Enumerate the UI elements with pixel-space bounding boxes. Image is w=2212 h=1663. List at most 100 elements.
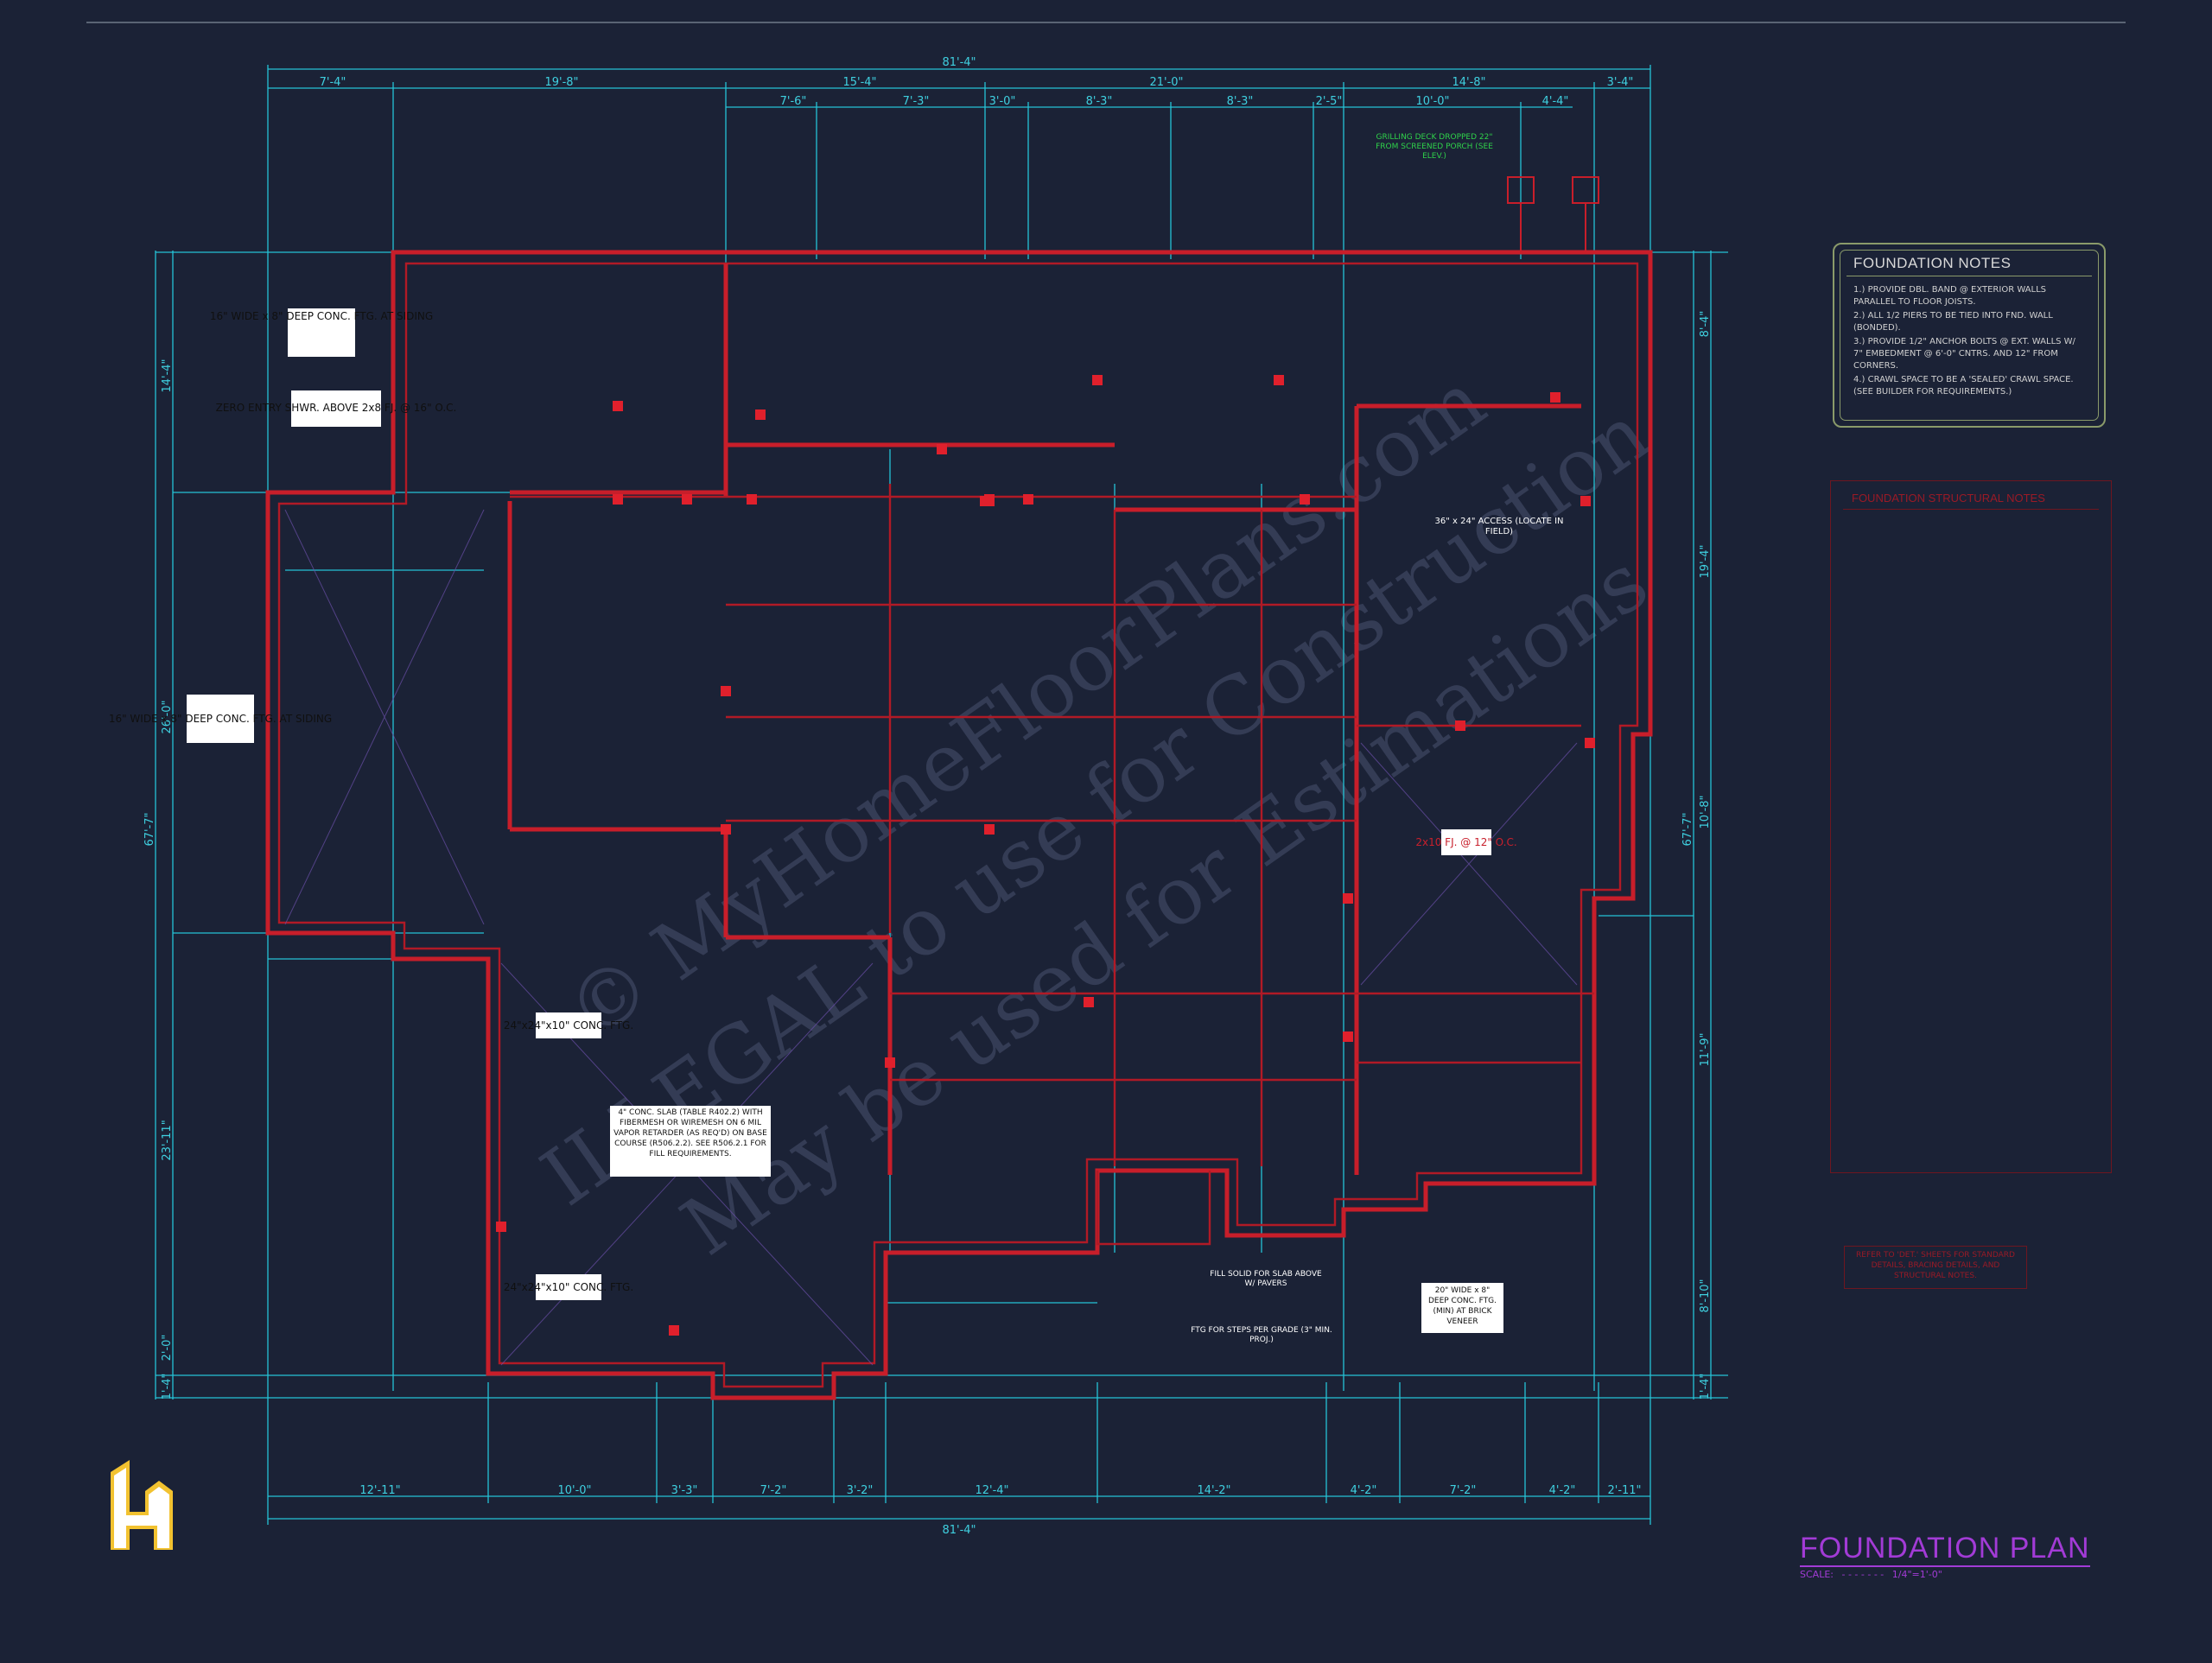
dim-top-2: 8'-3": [1086, 95, 1113, 108]
dim-top-2: 2'-5": [1316, 95, 1343, 108]
dim-bottom: 12'-4": [975, 1484, 1008, 1497]
foundation-note-item: 4.) CRAWL SPACE TO BE A 'SEALED' CRAWL S…: [1853, 375, 2074, 397]
dim-left: 14'-4": [161, 359, 174, 392]
dim-top-1: 3'-4": [1607, 76, 1634, 89]
pier-marker: [721, 686, 731, 696]
dim-top-2: 10'-0": [1415, 95, 1449, 108]
callout-ftg-20-brick: 20" WIDE x 8" DEEP CONC. FTG. (MIN) AT B…: [1421, 1283, 1503, 1333]
callout-slab-note: 4" CONC. SLAB (TABLE R402.2) WITH FIBERM…: [610, 1106, 771, 1177]
structural-notes-title: FOUNDATION STRUCTURAL NOTES: [1852, 492, 2045, 505]
callout-pier-ftg-a: 24"x24"x10" CONC. FTG.: [504, 1012, 633, 1038]
dim-left: 23'-11": [161, 1120, 174, 1160]
pier-marker: [669, 1325, 679, 1336]
dim-left: 26'-0": [161, 700, 174, 733]
dim-right: 19'-4": [1699, 544, 1712, 578]
dim-bottom: 7'-2": [760, 1484, 787, 1497]
callout-zero-entry: ZERO ENTRY SHWR. ABOVE 2x8 FJ. @ 16" O.C…: [216, 390, 457, 427]
callout-ftg-16-siding-a: 16" WIDE x 8" DEEP CONC. FTG. AT SIDING: [210, 308, 433, 357]
pier-marker: [721, 824, 731, 835]
callout-2x10-joist: 2x10 FJ. @ 12" O.C.: [1415, 829, 1517, 855]
dim-top-2: 4'-4": [1542, 95, 1569, 108]
pier-marker: [1343, 1031, 1353, 1042]
pier-marker: [682, 494, 692, 505]
dim-bottom: 14'-2": [1197, 1484, 1230, 1497]
svg-text:ZERO ENTRY SHWR. ABOVE 2x8 FJ.: ZERO ENTRY SHWR. ABOVE 2x8 FJ. @ 16" O.C…: [216, 402, 457, 414]
dim-bottom: 10'-0": [557, 1484, 591, 1497]
ftg-20-brick-text: 20" WIDE x 8" DEEP CONC. FTG. (MIN) AT B…: [1427, 1286, 1497, 1326]
foundation-walls: [265, 250, 1653, 1400]
pier-marker: [1550, 392, 1560, 403]
sheet-title: FOUNDATION PLAN: [1800, 1532, 2090, 1567]
svg-text:24"x24"x10" CONC. FTG.: 24"x24"x10" CONC. FTG.: [504, 1019, 633, 1031]
dim-top-2: 7'-3": [903, 95, 930, 108]
dim-right: 10'-8": [1699, 795, 1712, 828]
pier-marker: [613, 494, 623, 505]
foundation-note-item: 2.) ALL 1/2 PIERS TO BE TIED INTO FND. W…: [1853, 311, 2053, 333]
dim-bottom: 2'-11": [1607, 1484, 1641, 1497]
foundation-note-item: 3.) PROVIDE 1/2" ANCHOR BOLTS @ EXT. WAL…: [1853, 337, 2075, 371]
structural-notes-box: FOUNDATION STRUCTURAL NOTES: [1830, 480, 2112, 1173]
access-note: 36" x 24" ACCESS (LOCATE IN FIELD): [1434, 517, 1564, 536]
pier-marker: [885, 1057, 895, 1068]
callout-ftg-16-siding-b: 16" WIDE x 8" DEEP CONC. FTG. AT SIDING: [109, 695, 332, 743]
pier-marker: [1300, 494, 1310, 505]
title-block: FOUNDATION PLAN SCALE: - - - - - - - 1/4…: [1800, 1532, 2094, 1580]
pier-marker: [1343, 893, 1353, 904]
foundation-note-item: 1.) PROVIDE DBL. BAND @ EXTERIOR WALLS P…: [1853, 285, 2046, 307]
dim-bottom: 3'-2": [847, 1484, 874, 1497]
pier-marker: [984, 496, 995, 506]
pier-marker: [1455, 720, 1465, 731]
svg-text:24"x24"x10" CONC. FTG.: 24"x24"x10" CONC. FTG.: [504, 1281, 633, 1293]
watermark-line-2: ILLEGAL to use for Construction: [525, 387, 1665, 1223]
ftg-steps-note: FTG FOR STEPS PER GRADE (3" MIN. PROJ.): [1191, 1326, 1332, 1344]
svg-text:16" WIDE x 8" DEEP CONC. FTG.: 16" WIDE x 8" DEEP CONC. FTG. AT SIDING: [210, 310, 433, 322]
pier-markers: [496, 375, 1595, 1336]
dim-right: 8'-10": [1699, 1279, 1712, 1312]
svg-text:2x10 FJ. @ 12" O.C.: 2x10 FJ. @ 12" O.C.: [1415, 836, 1516, 848]
dim-overall-width-top: 81'-4": [942, 56, 976, 69]
grilling-deck-note: GRILLING DECK DROPPED 22" FROM SCREENED …: [1376, 133, 1493, 161]
dim-left: 2'-0": [161, 1335, 174, 1362]
callout-pier-ftg-b: 24"x24"x10" CONC. FTG.: [504, 1274, 633, 1300]
dim-overall-depth-right: 67'-7": [1681, 812, 1694, 846]
dim-bottom: 12'-11": [359, 1484, 400, 1497]
pier-marker: [1084, 997, 1094, 1007]
refer-note-box: REFER TO 'DET.' SHEETS FOR STANDARD DETA…: [1844, 1246, 2027, 1289]
dim-overall-width-bottom: 81'-4": [942, 1524, 976, 1537]
svg-text:16" WIDE x 8" DEEP CONC. FTG.: 16" WIDE x 8" DEEP CONC. FTG. AT SIDING: [109, 713, 332, 725]
pier-marker: [747, 494, 757, 505]
foundation-notes-list: 1.) PROVIDE DBL. BAND @ EXTERIOR WALLS P…: [1853, 284, 2087, 400]
dim-top-1: 15'-4": [842, 76, 876, 89]
pier-marker: [1580, 496, 1591, 506]
dim-bottom: 7'-2": [1450, 1484, 1477, 1497]
dim-right: 8'-4": [1699, 311, 1712, 338]
dim-top-2: 7'-6": [780, 95, 807, 108]
pier-marker: [496, 1222, 506, 1232]
pier-marker: [1092, 375, 1103, 385]
pier-marker: [937, 444, 947, 454]
pier-marker: [1274, 375, 1284, 385]
house-h-logo-icon: [104, 1460, 178, 1552]
dim-overall-depth-left: 67'-7": [143, 812, 156, 846]
pier-marker: [755, 409, 766, 420]
dim-bottom: 3'-3": [671, 1484, 698, 1497]
pier-marker: [613, 401, 623, 411]
dim-top-1: 14'-8": [1452, 76, 1485, 89]
callouts: 16" WIDE x 8" DEEP CONC. FTG. AT SIDING …: [109, 133, 1564, 1344]
grilling-deck: [1507, 176, 1599, 252]
foundation-notes-box: FOUNDATION NOTES 1.) PROVIDE DBL. BAND @…: [1833, 243, 2106, 428]
dim-bottom: 4'-2": [1351, 1484, 1377, 1497]
dim-top-1: 7'-4": [320, 76, 346, 89]
slab-note-text: 4" CONC. SLAB (TABLE R402.2) WITH FIBERM…: [613, 1108, 767, 1158]
pier-marker: [1585, 738, 1595, 748]
pier-marker: [984, 824, 995, 835]
dim-bottom: 4'-2": [1549, 1484, 1576, 1497]
dim-top-1: 19'-8": [544, 76, 578, 89]
foundation-notes-title: FOUNDATION NOTES: [1853, 255, 2012, 271]
dim-right: 1'-4": [1699, 1374, 1712, 1400]
pier-marker: [1023, 494, 1033, 505]
dim-left: 1'-4": [161, 1374, 174, 1400]
dimension-texts: 81'-4" 7'-4" 19'-8" 15'-4" 21'-0" 14'-8"…: [143, 56, 1712, 1537]
dim-top-2: 8'-3": [1227, 95, 1254, 108]
fill-solid-note: FILL SOLID FOR SLAB ABOVE W/ PAVERS: [1210, 1270, 1322, 1288]
